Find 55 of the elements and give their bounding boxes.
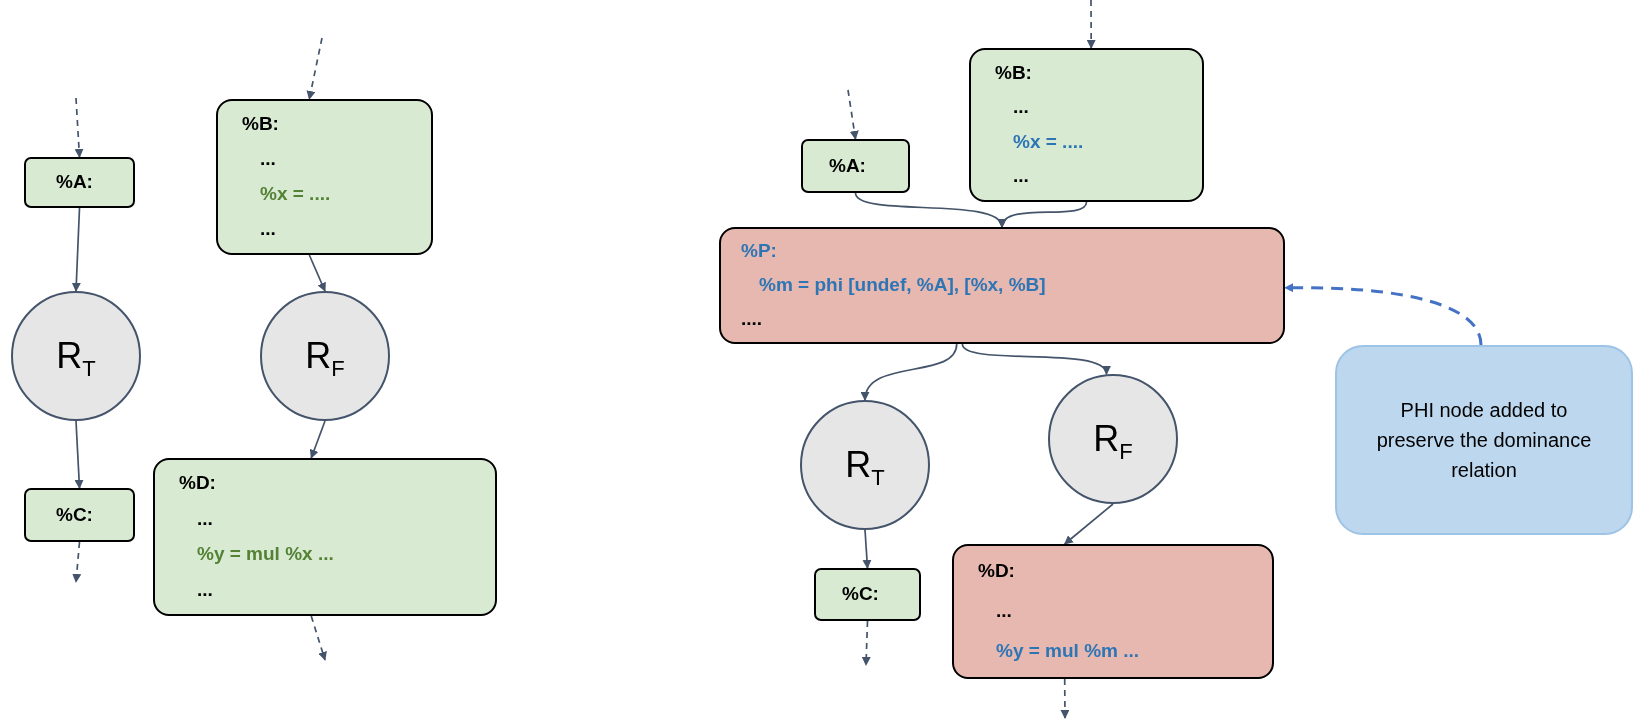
arrow (961, 343, 1108, 375)
code-block (801, 139, 910, 193)
code-line: ... (259, 218, 276, 241)
dashed-arrow (310, 615, 327, 661)
block-label: %P: (741, 240, 777, 264)
block-label: %C: (56, 503, 93, 527)
dashed-arrow (74, 97, 84, 158)
code-line: %y = mul %x ... (196, 543, 334, 567)
code-block (216, 99, 433, 255)
code-line: %m = phi [undef, %A], [%x, %B] (758, 274, 1046, 297)
region-label: R$_{T}$ (56, 335, 96, 377)
code-line: ... (1012, 96, 1029, 120)
code-line: ... (196, 507, 213, 531)
code-line: %x = .... (1012, 130, 1084, 154)
arrow (308, 254, 326, 292)
code-line: ... (259, 148, 276, 171)
arrow (309, 420, 326, 459)
callout-text: PHI node added to preserve the dominance relation (1375, 398, 1593, 483)
code-line: %x = .... (259, 183, 331, 206)
dashed-arrow (306, 37, 323, 100)
code-block (24, 157, 135, 208)
block-label: %D: (978, 560, 1015, 584)
region-label: R$_{F}$ (1093, 418, 1133, 460)
region-label: R$_{T}$ (845, 444, 885, 486)
code-block (24, 488, 135, 542)
code-line: ... (1012, 165, 1029, 189)
arrow (74, 420, 84, 489)
callout-box (1335, 345, 1633, 535)
block-label: %D: (179, 472, 216, 496)
region-label: R$_{F}$ (305, 335, 345, 377)
code-block (814, 568, 921, 621)
code-line: .... (741, 307, 763, 331)
code-line: %y = mul %m ... (995, 639, 1140, 663)
block-label: %B: (995, 61, 1032, 85)
block-label: %A: (829, 154, 866, 178)
code-block (952, 544, 1274, 679)
code-line: ... (995, 600, 1012, 623)
arrow (71, 207, 81, 292)
arrow (862, 343, 958, 401)
arrow (999, 201, 1088, 228)
arrow (862, 529, 872, 569)
block-label: %A: (56, 171, 93, 194)
code-line: ... (196, 578, 213, 602)
dashed-arrow (847, 89, 859, 140)
code-block (719, 227, 1285, 344)
code-block (153, 458, 497, 616)
dashed-arrow (72, 541, 82, 583)
dashed-arrow (1060, 678, 1070, 719)
dashed-arrow (1284, 283, 1483, 346)
block-label: %C: (842, 583, 879, 606)
block-label: %B: (242, 113, 279, 136)
dashed-arrow (861, 620, 871, 666)
arrow (1063, 503, 1114, 545)
dashed-arrow (1086, 0, 1096, 49)
code-block (969, 48, 1204, 202)
